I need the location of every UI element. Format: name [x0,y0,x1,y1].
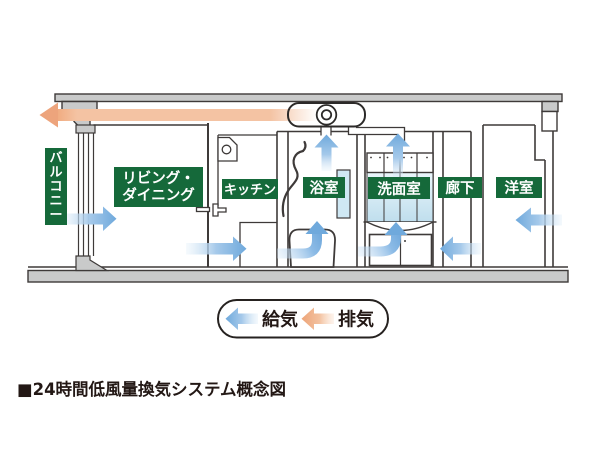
legend-exhaust-label: 排気 [338,309,374,331]
kitchen-fixtures [195,134,277,267]
label-western-room-text: 洋室 [505,179,534,197]
supply-arrows [63,133,562,261]
label-balcony: バルコニー [45,148,67,225]
fresh-air-vent-box [541,110,558,132]
diagram-caption: ■24時間低風量換気システム概念図 [17,379,286,399]
legend: 給気 排気 [217,299,389,339]
label-kitchen-text: キッチン [224,183,276,198]
label-hallway: 廊下 [438,177,482,198]
cabinet-knobs [370,156,428,159]
label-washroom-text: 洗面室 [377,180,421,198]
kitchen-faucet-base [195,206,211,213]
wash-duct-channel [348,126,405,141]
western-ceiling-step [534,125,545,161]
legend-supply-label: 給気 [262,309,298,331]
label-living-dining: リビング・ ダイニング [114,167,203,207]
exhaust-arrow-head [39,102,58,128]
shower-head [301,140,307,153]
label-washroom: 洗面室 [368,177,430,199]
window-top-cap [75,124,96,134]
supply-arrow-bath-up [314,134,339,171]
label-living-line1: リビング・ [122,169,195,187]
legend-exhaust-arrow-icon [301,307,334,330]
exhaust-fan-unit [39,102,366,128]
supply-arrow-hall-washroom [440,236,481,261]
kitchen-counter [239,221,277,267]
supply-arrow-bath-curve [277,221,329,259]
supply-arrow-wash-up [386,133,410,178]
kitchen-sink-circle [221,144,232,155]
shower-hose [281,149,305,218]
label-kitchen: キッチン [222,179,278,199]
label-bathroom-text: 浴室 [310,179,339,197]
room-labels: バルコニー リビング・ ダイニング キッチン 浴室 洗面室 廊下 洋室 [45,148,542,225]
supply-arrow-balcony-living [63,206,117,231]
label-balcony-text: バルコニー [49,151,62,223]
balcony-window [75,124,96,256]
label-living-line2: ダイニング [122,186,195,204]
exhaust-duct [56,109,317,121]
balcony-sill [75,255,110,272]
supply-arrow-living-kitchen [186,236,247,261]
floor-band [27,269,569,283]
kitchen-faucet [212,203,227,217]
fan-circle-inner [320,109,333,121]
label-western-room: 洋室 [496,177,542,198]
bath-duct-channel [321,126,331,136]
supply-arrow-wash-curve [358,222,408,257]
label-bathroom: 浴室 [303,177,345,198]
fan-box-outline [287,102,366,128]
fan-ducts [320,126,406,141]
ceiling-right-block [541,100,559,113]
legend-supply-arrow-icon [225,307,258,330]
ceiling-band [54,93,563,103]
supply-arrow-outside-western [515,207,562,233]
label-hallway-text: 廊下 [446,179,475,197]
